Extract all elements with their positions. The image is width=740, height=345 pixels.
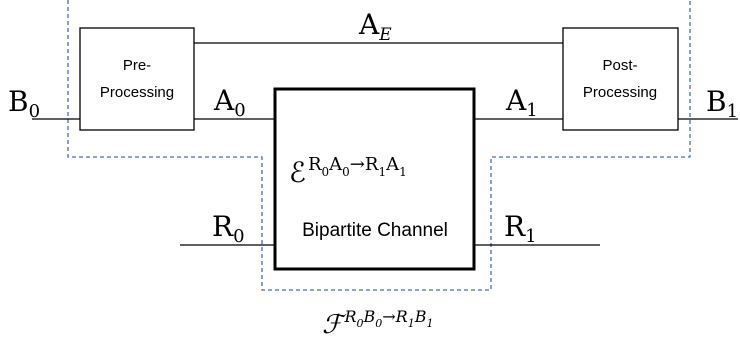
post-processing-box	[562, 27, 679, 131]
post-processing-label-line1: Post-	[602, 57, 637, 74]
pre-processing-label-line1: Pre-	[123, 57, 151, 74]
supermap-boundary	[67, 0, 691, 291]
label-b0: B0	[8, 85, 40, 122]
label-ae: AE	[358, 8, 392, 45]
channel-label: Bipartite Channel	[302, 220, 448, 241]
label-r1: R1	[504, 210, 537, 247]
pre-processing-box	[79, 27, 195, 131]
label-b1: B1	[706, 85, 738, 122]
pre-processing-label-line2: Processing	[100, 84, 174, 101]
label-a0: A0	[213, 84, 246, 121]
post-processing-label-line2: Processing	[583, 84, 657, 101]
label-a1: A1	[505, 84, 538, 121]
bipartite-channel-box	[273, 87, 476, 271]
label-r0: R0	[212, 210, 245, 247]
